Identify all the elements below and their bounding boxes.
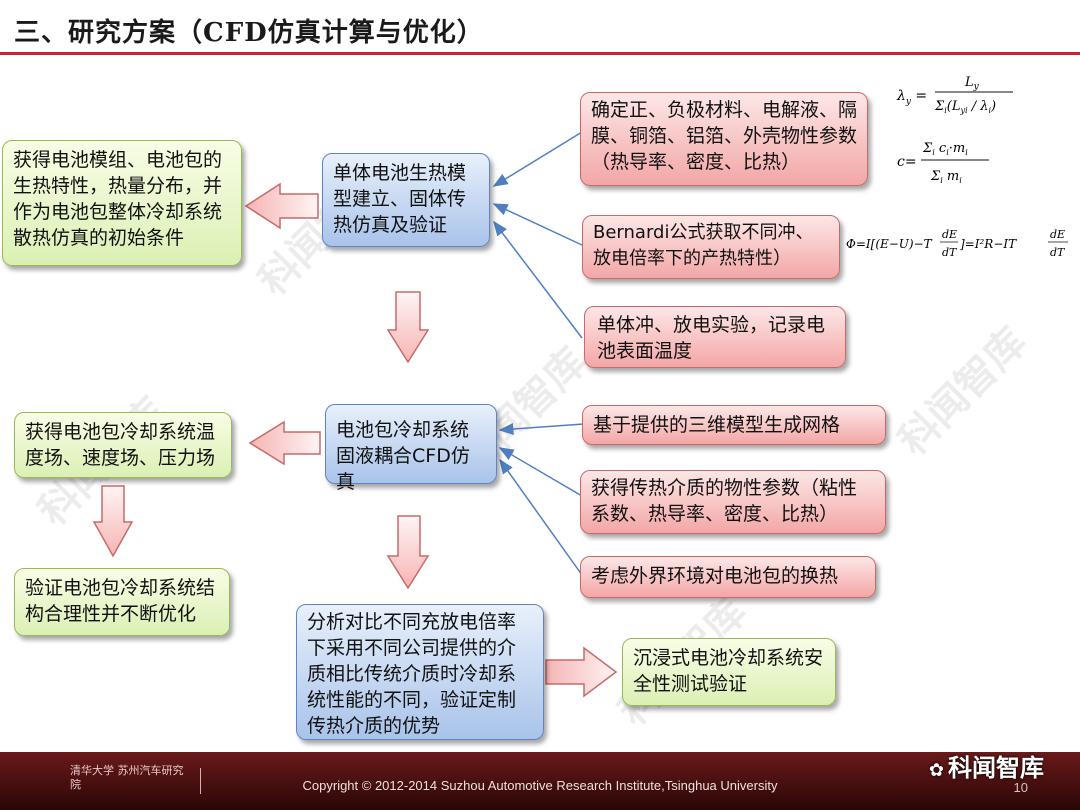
down-block-arrow	[386, 515, 430, 590]
down-block-arrow	[92, 485, 134, 558]
box-cell-heat-model: 单体电池生热模型建立、固体传热仿真及验证	[322, 153, 490, 247]
svg-text:]=I²R−IT: ]=I²R−IT	[959, 237, 1017, 251]
brand-watermark: ✿科闻智库	[929, 748, 1044, 783]
svg-text:λy =: λy =	[896, 88, 927, 107]
connector-line	[499, 458, 583, 576]
formula-bernardi: Φ=I[(E−U)−T dE dT ]=I²R−IT dE dT	[846, 220, 1076, 270]
footer-divider	[200, 768, 201, 794]
box-cell-experiment: 单体冲、放电实验，记录电池表面温度	[584, 306, 846, 368]
box-material-properties: 确定正、负极材料、电解液、隔膜、铜箔、铝箔、外壳物性参数（热导率、密度、比热）	[580, 92, 868, 186]
box-verify-structure: 验证电池包冷却系统结构合理性并不断优化	[14, 568, 230, 636]
svg-text:dT: dT	[942, 246, 958, 259]
box-analysis-compare: 分析对比不同充放电倍率下采用不同公司提供的介质相比传统介质时冷却系统性能的不同，…	[296, 604, 544, 740]
box-medium-properties: 获得传热介质的物性参数（粘性系数、热导率、密度、比热）	[580, 470, 886, 534]
connector-line	[498, 447, 583, 497]
wechat-icon: ✿	[928, 760, 944, 781]
svg-text:dT: dT	[1050, 246, 1066, 259]
box-pack-cfd: 电池包冷却系统固液耦合CFD仿真	[325, 404, 497, 493]
connector-line	[492, 203, 583, 246]
copyright-text: Copyright © 2012-2014 Suzhou Automotive …	[302, 778, 778, 793]
down-block-arrow	[386, 291, 430, 364]
formula-specific-heat: c= Σi ci·mi Σi mi	[895, 132, 1015, 192]
title-divider	[0, 52, 1080, 55]
box-battery-module-heat: 获得电池模组、电池包的生热特性，热量分布，并作为电池包整体冷却系统散热仿真的初始…	[2, 140, 242, 266]
box-external-heat: 考虑外界环境对电池包的换热	[580, 556, 876, 598]
left-block-arrow	[244, 182, 319, 230]
right-block-arrow	[545, 646, 618, 698]
connector-line	[492, 131, 583, 187]
svg-text:Σi ci·mi: Σi ci·mi	[922, 141, 968, 157]
svg-text:dE: dE	[1050, 228, 1065, 241]
svg-text:Ly: Ly	[964, 75, 980, 92]
box-bernardi: Bernardi公式获取不同冲、放电倍率下的产热特性）	[582, 215, 840, 279]
left-block-arrow	[248, 420, 321, 466]
connector-line	[498, 423, 585, 436]
connector-line	[493, 220, 583, 339]
svg-text:Φ=I[(E−U)−T: Φ=I[(E−U)−T	[846, 237, 933, 251]
page-title: 三、研究方案（CFD仿真计算与优化）	[14, 18, 484, 48]
box-mesh-generation: 基于提供的三维模型生成网格	[582, 405, 886, 445]
page-number: 10	[1013, 780, 1028, 795]
formula-bernardi-graphic: Φ=I[(E−U)−T dE dT ]=I²R−IT dE dT	[846, 228, 1068, 259]
svg-text:dE: dE	[942, 228, 957, 241]
svg-text:Σi mi: Σi mi	[930, 169, 962, 185]
logo-text: 清华大学 苏州汽车研究院	[70, 764, 184, 791]
box-immersion-test: 沉浸式电池冷却系统安全性测试验证	[622, 638, 836, 706]
box-pack-fields: 获得电池包冷却系统温度场、速度场、压力场	[14, 412, 232, 478]
svg-text:Σi(Lyi / λi): Σi(Lyi / λi)	[934, 99, 996, 115]
svg-text:c=: c=	[897, 154, 917, 170]
formula-lambda: λy = Ly Σi(Lyi / λi)	[895, 70, 1075, 120]
footer-bar	[0, 752, 1080, 810]
institute-logo: 清华大学 苏州汽车研究院	[70, 764, 190, 800]
formula-c-graphic: c= Σi ci·mi Σi mi	[897, 141, 989, 185]
formula-lambda-graphic: λy = Ly Σi(Lyi / λi)	[896, 75, 1013, 115]
brand-label: 科闻智库	[948, 754, 1044, 782]
